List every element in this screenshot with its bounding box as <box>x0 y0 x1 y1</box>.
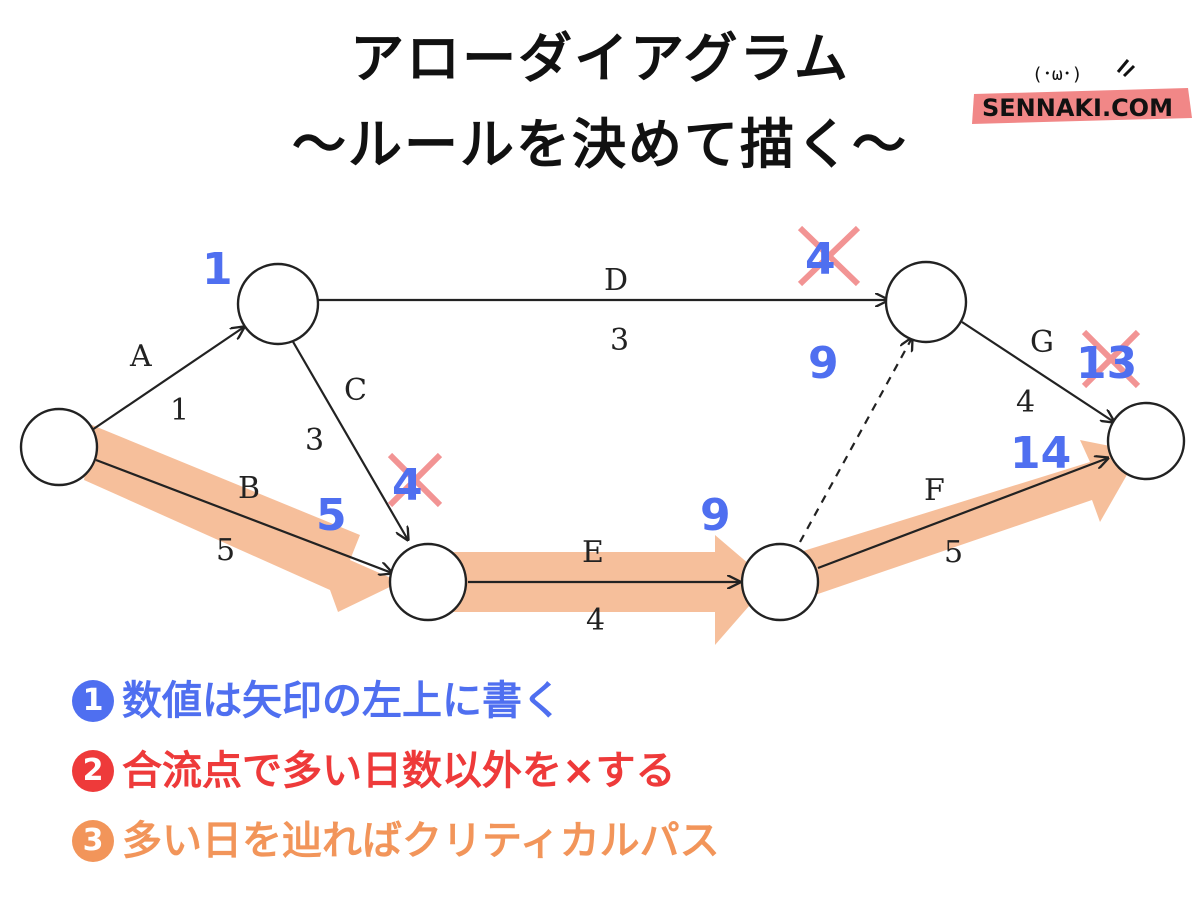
arrow-a <box>91 327 244 431</box>
page-subtitle: 〜ルールを決めて描く〜 <box>292 113 908 176</box>
value-n3: 9 <box>700 490 731 541</box>
cross-mark-n4 <box>797 225 861 287</box>
node-1 <box>236 262 320 346</box>
node-3 <box>740 542 820 622</box>
value-n5-crossed: 13 <box>1076 338 1137 389</box>
duration-g: 4 <box>1016 385 1035 420</box>
duration-e: 4 <box>586 603 605 638</box>
duration-c: 3 <box>305 423 324 458</box>
duration-d: 3 <box>610 323 629 358</box>
arrow-b <box>95 458 392 573</box>
label-f: F <box>924 473 945 508</box>
rule-2-marker: 2 <box>72 750 114 792</box>
value-n4-crossed: 4 <box>805 234 836 285</box>
node-0 <box>19 407 99 487</box>
value-n2-crossed: 4 <box>392 460 423 511</box>
node-2 <box>388 542 468 622</box>
cross-mark-n2 <box>387 452 443 508</box>
value-n5: 14 <box>1010 428 1071 479</box>
value-n4: 9 <box>808 338 839 389</box>
duration-b: 5 <box>216 533 235 568</box>
arrow-c <box>291 339 408 540</box>
label-c: C <box>344 373 367 408</box>
rule-3-text: 多い日を辿ればクリティカルパス <box>122 818 720 864</box>
cross-mark-n5 <box>1081 329 1141 389</box>
value-n2: 5 <box>316 490 347 541</box>
label-b: B <box>238 471 260 506</box>
label-a: A <box>129 339 152 374</box>
rule-1-marker: 1 <box>72 680 114 722</box>
site-logo: (･ω･) SENNAKI.COM <box>972 59 1192 124</box>
label-g: G <box>1030 325 1054 360</box>
arrow-diagram: A 1 B 5 C 3 D 3 E 4 F 5 G 4 1 4 5 9 4 9 … <box>19 225 1186 645</box>
logo-face: (･ω･) <box>1032 64 1083 85</box>
label-e: E <box>582 535 604 570</box>
duration-a: 1 <box>170 393 189 428</box>
critical-path-highlight <box>84 425 1140 645</box>
logo-text: SENNAKI.COM <box>982 94 1173 122</box>
label-d: D <box>604 263 628 298</box>
rule-1-text: 数値は矢印の左上に書く <box>122 678 562 724</box>
node-4 <box>884 260 968 344</box>
node-5 <box>1106 401 1186 481</box>
value-n1: 1 <box>202 244 233 295</box>
arrow-f <box>817 458 1108 570</box>
arrow-g <box>961 321 1114 422</box>
rule-2-text: 合流点で多い日数以外を×する <box>122 748 676 794</box>
page-title: アローダイアグラム <box>350 27 850 90</box>
rule-3-marker: 3 <box>72 820 114 862</box>
duration-f: 5 <box>944 535 963 570</box>
